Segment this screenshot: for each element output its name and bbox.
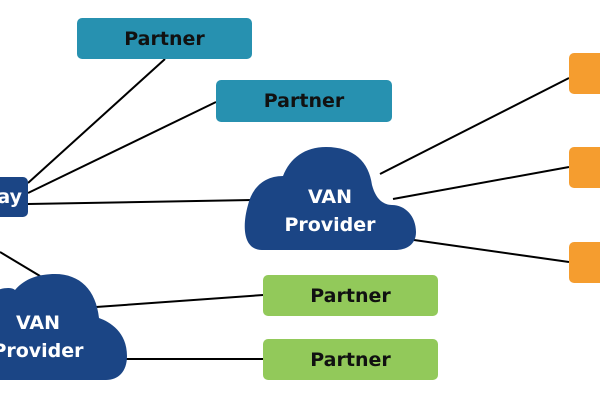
- van-main-label[interactable]: VAN Provider: [270, 183, 390, 239]
- orange-node-2[interactable]: [569, 147, 600, 188]
- van-secondary-line2: Provider: [0, 340, 84, 362]
- van-secondary-label[interactable]: VAN Provider: [0, 309, 98, 365]
- edge-van-main-orange-1: [379, 77, 570, 175]
- van-secondary-line1: VAN: [15, 312, 61, 334]
- van-secondary-cloud-icon: [0, 274, 127, 380]
- partner-label: Partner: [310, 284, 391, 307]
- van-main-line1: VAN: [307, 186, 353, 208]
- partner-label: Partner: [310, 348, 391, 371]
- edge-gateway-partner-teal-2: [27, 101, 217, 194]
- edge-van-main-orange-3: [406, 238, 570, 263]
- gateway-node[interactable]: ay: [0, 177, 28, 217]
- partner-label: Partner: [263, 90, 345, 112]
- partner-green-node-1[interactable]: Partner: [263, 275, 438, 316]
- edge-van-main-orange-2: [392, 166, 570, 200]
- edge-gateway-van-secondary: [0, 251, 41, 277]
- partner-teal-node-1[interactable]: Partner: [77, 18, 252, 59]
- orange-node-1[interactable]: [569, 53, 600, 94]
- edge-gateway-partner-teal-1: [27, 58, 166, 184]
- edge-gateway-van-main: [27, 199, 253, 205]
- van-main-line2: Provider: [284, 214, 376, 236]
- partner-green-node-2[interactable]: Partner: [263, 339, 438, 380]
- orange-node-3[interactable]: [569, 242, 600, 283]
- edge-van-secondary-partner-green-1: [95, 294, 264, 308]
- gateway-label: ay: [0, 186, 22, 208]
- van-main-cloud-icon: [244, 147, 416, 250]
- partner-teal-node-2[interactable]: Partner: [216, 80, 392, 122]
- partner-label: Partner: [124, 27, 205, 50]
